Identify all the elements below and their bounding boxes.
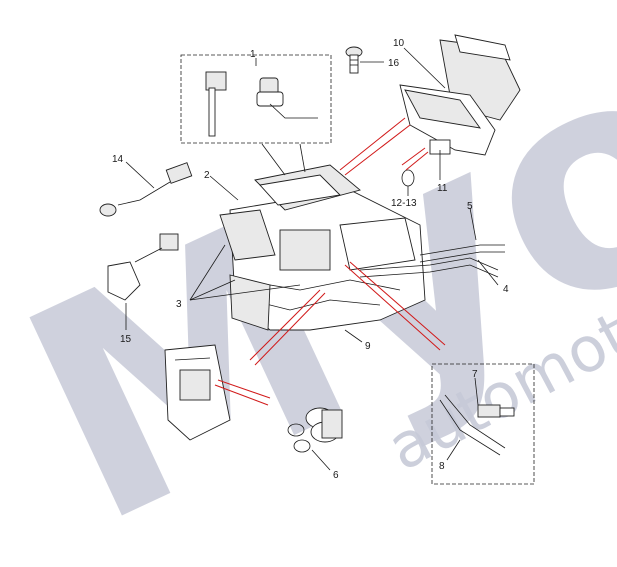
- callout-1: 1: [250, 49, 256, 60]
- callout-6: 6: [333, 470, 339, 481]
- callout-4: 4: [503, 284, 509, 295]
- callout-8: 8: [439, 461, 445, 472]
- callout-7: 7: [472, 369, 478, 380]
- lower-left-detail: [164, 344, 231, 441]
- cable-part-14: [99, 162, 193, 217]
- pipes-part-4-5: [359, 244, 505, 278]
- callout-10: 10: [393, 38, 405, 49]
- leader-lines: [125, 47, 499, 471]
- hvac-main-unit: [219, 164, 426, 331]
- callout-5: 5: [467, 201, 473, 212]
- callout-3: 3: [176, 299, 182, 310]
- indicator-lines: [214, 117, 446, 406]
- detail-box-7-8: [431, 363, 535, 485]
- blower-housing-part-10-11: [399, 34, 521, 187]
- screw-part-16: [345, 46, 363, 74]
- nozzles-part-6: [287, 407, 343, 453]
- callout-9: 9: [365, 341, 371, 352]
- callout-15: 15: [120, 334, 132, 345]
- callout-11: 11: [437, 183, 448, 194]
- callout-14: 14: [112, 154, 124, 165]
- actuator-part-15: [107, 233, 179, 301]
- callout-16: 16: [388, 58, 400, 69]
- callout-2: 2: [204, 170, 210, 181]
- callout-12-13: 12-13: [391, 198, 417, 209]
- callout-labels: 1 2 3 4 5 6 7 8 9 10 11 12-13 14 15 16: [112, 38, 509, 481]
- detail-box-1: [180, 54, 332, 144]
